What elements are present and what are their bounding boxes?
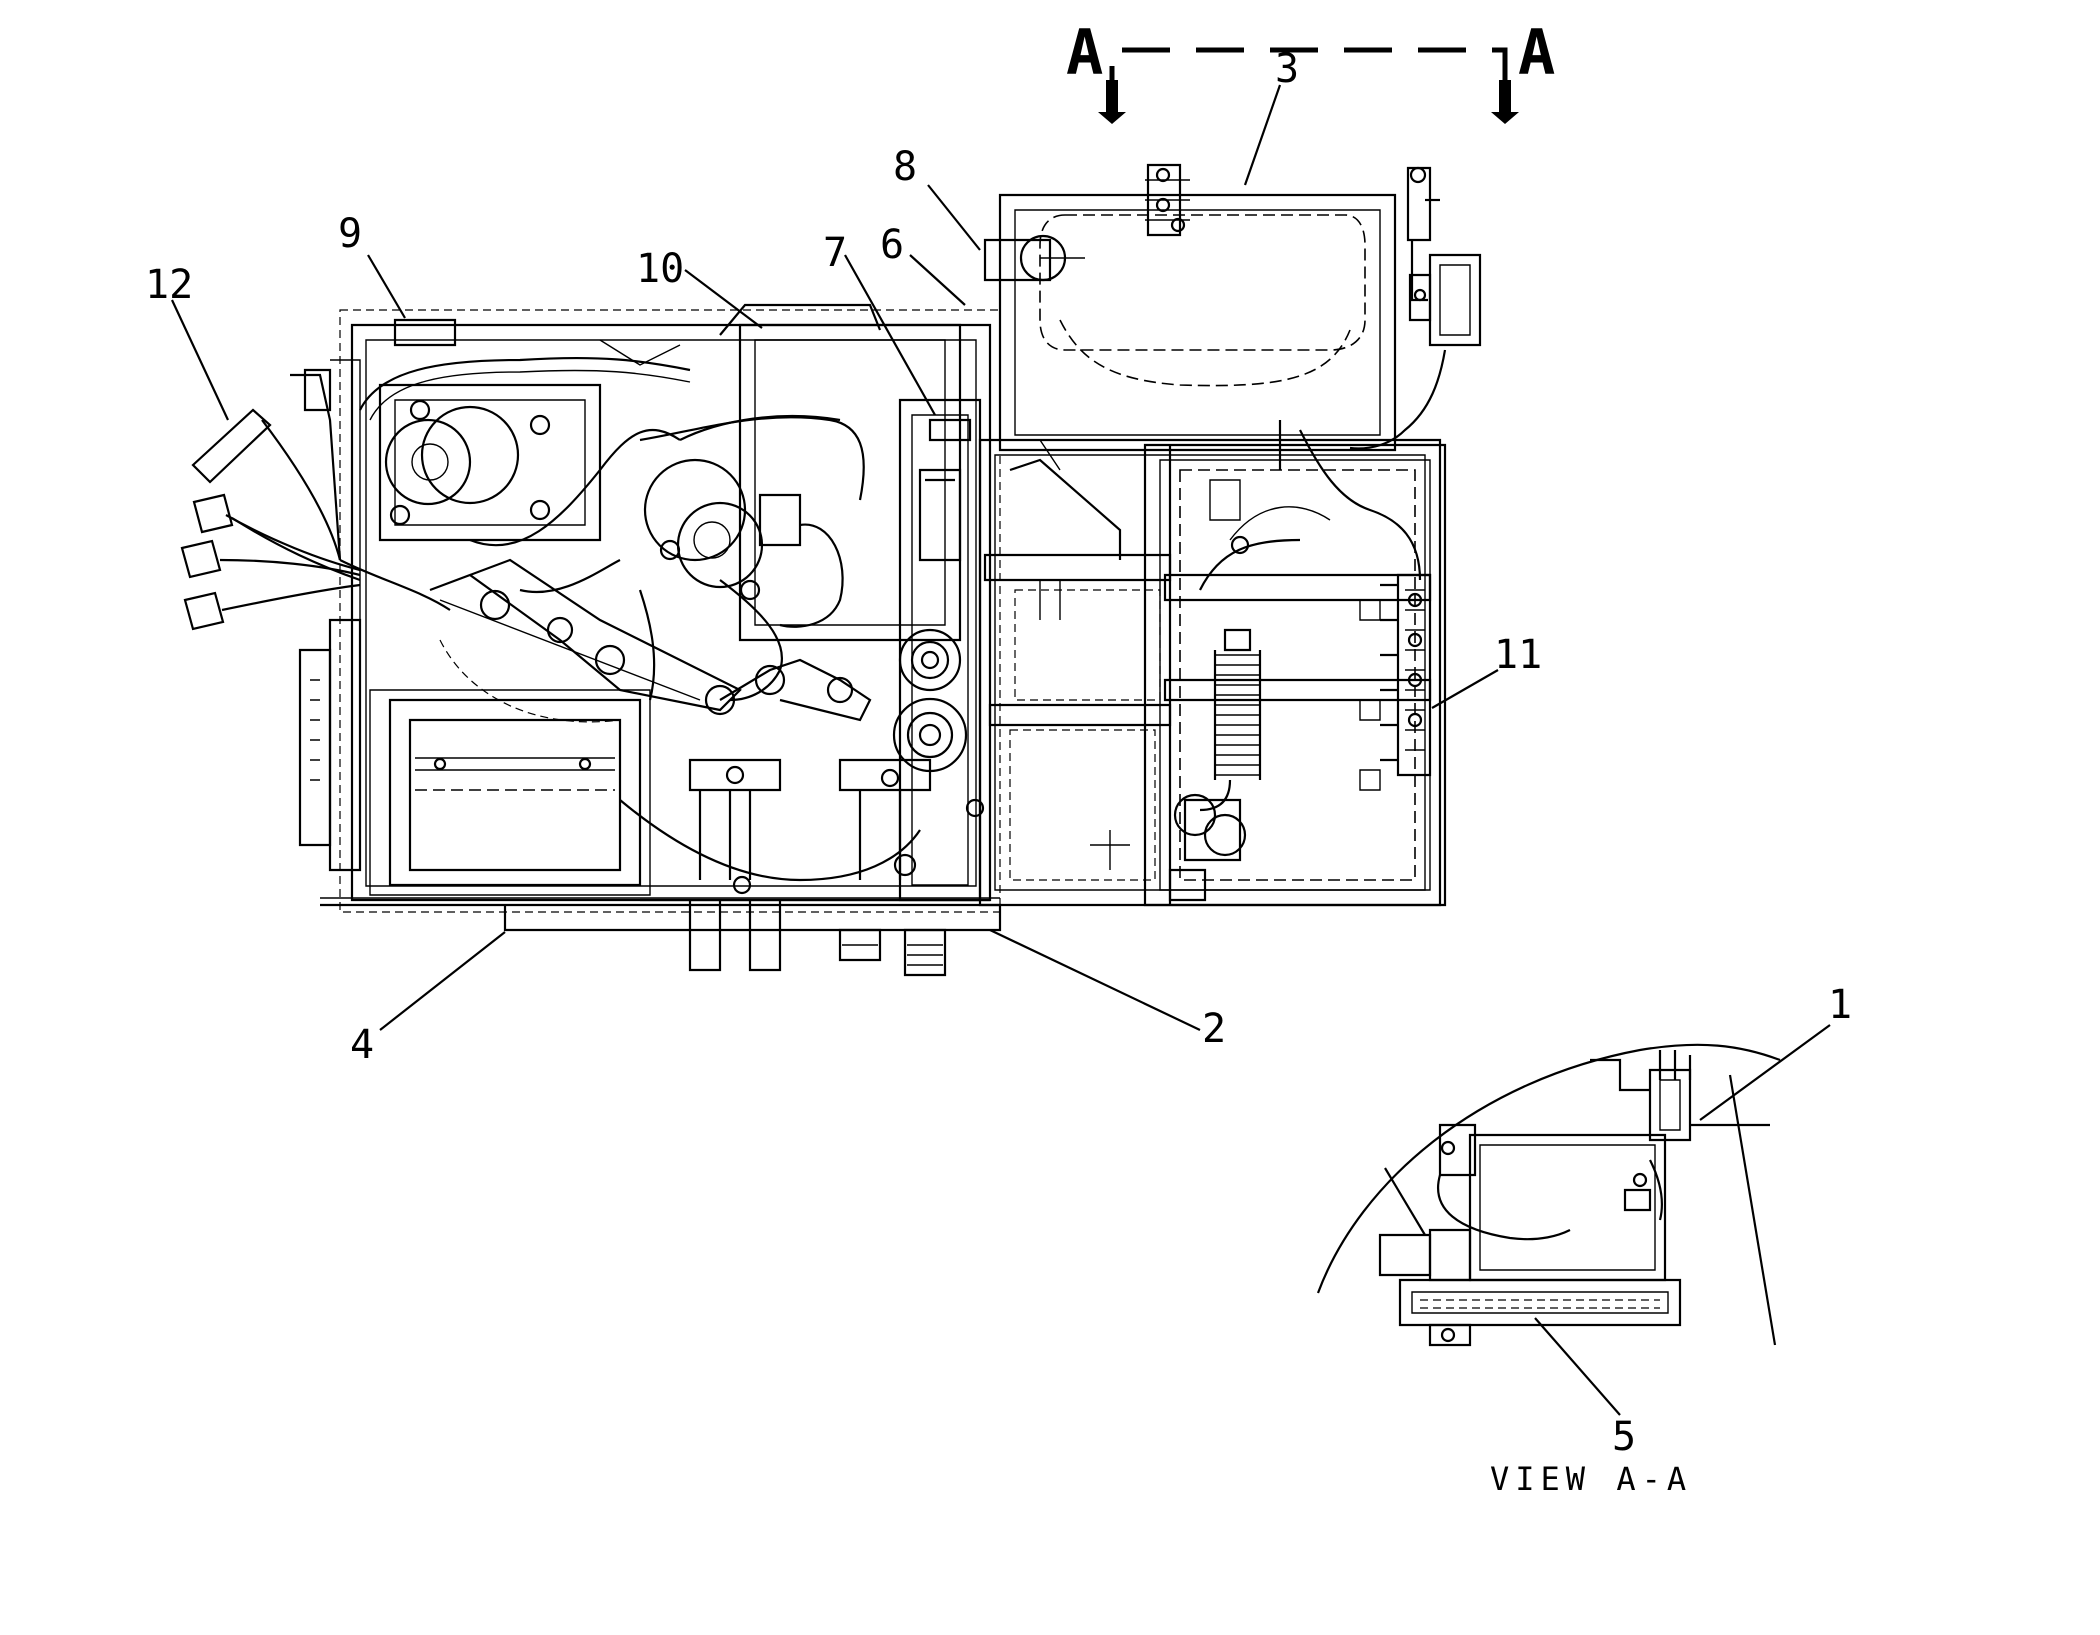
leader-7 [844, 254, 936, 416]
leader-9 [367, 254, 406, 319]
leader-12 [171, 299, 229, 421]
leader-3 [1243, 84, 1282, 186]
leader-5 [1534, 1317, 1621, 1416]
callout-11: 11 [1494, 632, 1542, 678]
leader-lines [171, 84, 1831, 1416]
view-a-a-detail [1316, 1043, 1781, 1347]
right-unit [978, 163, 1482, 907]
leader-8 [927, 184, 981, 251]
leader-6 [909, 254, 966, 306]
callout-6: 6 [880, 222, 904, 268]
callout-2: 2 [1202, 1006, 1226, 1052]
callout-5: 5 [1612, 1414, 1636, 1460]
callout-4: 4 [350, 1022, 374, 1068]
callout-12: 12 [145, 262, 193, 308]
view-a-a-label: VIEW A-A [1490, 1460, 1692, 1498]
leader-4 [379, 931, 506, 1031]
section-line-a-a [1098, 47, 1519, 124]
callout-9: 9 [338, 211, 362, 257]
callout-3: 3 [1275, 46, 1299, 92]
callout-1: 1 [1828, 982, 1852, 1028]
leader-10 [684, 269, 763, 329]
callout-7: 7 [823, 230, 847, 276]
leader-11 [1431, 669, 1499, 709]
leader-1 [1699, 1024, 1831, 1121]
callout-8: 8 [893, 144, 917, 190]
main-assembly [180, 303, 1002, 977]
leader-2 [989, 929, 1201, 1031]
section-letter-left: A [1066, 16, 1103, 89]
callout-10: 10 [636, 246, 684, 292]
connector-12-plug [191, 408, 272, 484]
section-letter-right: A [1518, 16, 1555, 89]
